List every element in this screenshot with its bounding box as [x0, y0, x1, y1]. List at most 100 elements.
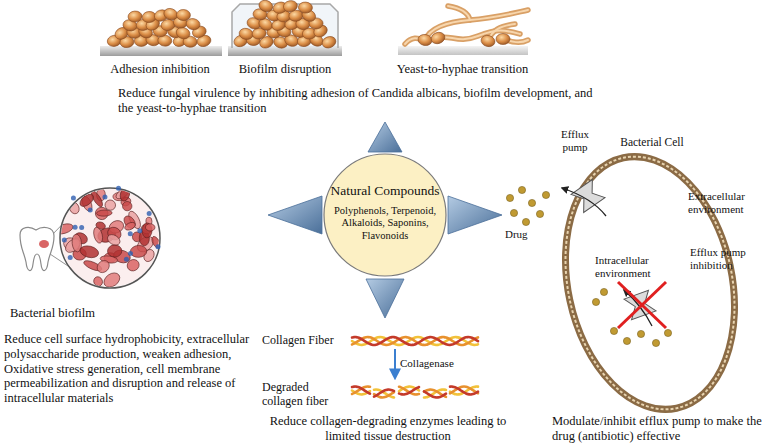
cell-label: Bacterial Cell — [607, 136, 697, 150]
drug-molecule — [518, 186, 525, 193]
yeast-cluster — [106, 0, 510, 50]
collagen-strand — [424, 391, 446, 397]
collagen-strand — [352, 337, 478, 345]
drug-molecule — [536, 210, 543, 217]
tooth — [20, 227, 54, 270]
compound-list: Polyphenols, Terpenoid, Alkaloids, Sapon… — [331, 205, 439, 242]
bacterium — [96, 210, 112, 217]
collagen-strand — [399, 387, 419, 395]
collagen-strand — [374, 390, 394, 397]
yeast-cell — [282, 0, 298, 13]
direction-arrow — [368, 122, 402, 152]
blue-particle — [155, 244, 160, 249]
drug-molecule — [542, 191, 549, 198]
drug-molecule — [522, 218, 529, 225]
blue-particle — [71, 195, 76, 200]
bacterium — [130, 245, 147, 258]
panel-label: Adhesion inhibition — [100, 62, 220, 77]
hypha — [448, 6, 470, 20]
drug-molecule — [506, 194, 513, 201]
bacterium — [92, 226, 104, 244]
direction-arrow — [366, 279, 404, 318]
enzyme-label: Collagenase — [400, 357, 480, 370]
surface — [100, 46, 222, 56]
circle-shape — [324, 154, 446, 276]
blue-particle — [102, 194, 107, 199]
drug-molecule — [664, 329, 671, 336]
direction-arrow — [268, 196, 322, 234]
bacterial-cell: Bacterial CellIntracellular environment — [545, 140, 755, 420]
cell-membrane-inner — [543, 141, 757, 426]
bacterium — [79, 244, 100, 259]
bacterium — [54, 222, 74, 236]
efflux-arrow — [562, 188, 606, 216]
hypha-core — [448, 6, 470, 20]
collagen-strand — [352, 337, 478, 345]
panel-label: Yeast-to-hyphae transition — [390, 62, 535, 77]
yeast-cell — [417, 33, 433, 46]
surface — [398, 46, 528, 55]
bacteria-cluster — [54, 186, 162, 290]
part-label: Efflux pump inhibition — [690, 246, 780, 272]
yeast-cell — [257, 0, 274, 14]
enzyme-arrow — [394, 349, 396, 378]
yeast-cell — [321, 35, 338, 50]
drug-molecule — [610, 327, 617, 334]
collagen-strand — [352, 387, 370, 394]
yeast-cell — [430, 30, 447, 45]
collagen-strand — [374, 390, 394, 398]
magnifier-circle — [60, 188, 160, 288]
collagen-strand — [399, 387, 419, 394]
blue-particle — [116, 186, 121, 191]
collagen-strand — [450, 387, 478, 395]
region-label: Intracellular environment — [595, 254, 667, 280]
part-label: Collagen Fiber — [262, 333, 352, 347]
node-outline — [545, 140, 755, 420]
blue-particle — [128, 251, 133, 256]
bacterium — [106, 232, 122, 247]
blue-particle — [62, 238, 67, 243]
drug-molecule — [510, 209, 517, 216]
yeast-cell — [480, 34, 496, 48]
drug-molecules — [506, 186, 671, 346]
blue-particle — [147, 211, 152, 216]
panel-label: Bacterial biofilm — [10, 306, 120, 321]
blue-particle — [137, 228, 142, 233]
drug-molecule — [592, 298, 599, 305]
part-label: Efflux pump — [555, 128, 595, 154]
node-title: Natural Compounds — [327, 183, 443, 199]
blue-particle — [124, 257, 129, 262]
blue-particle — [128, 231, 133, 236]
drug-molecule — [600, 288, 607, 295]
collagen-strand — [424, 390, 446, 398]
compound-circle: Natural CompoundsPolyphenols, Terpenoid,… — [323, 153, 447, 277]
bacterium — [145, 223, 155, 231]
bacterium — [124, 221, 137, 232]
bacterium — [95, 258, 112, 275]
plaque-spot — [39, 240, 49, 248]
collagen-strand — [352, 387, 370, 394]
panel-label: Biofilm disruption — [225, 62, 345, 77]
drug-molecule — [623, 337, 630, 344]
panel-caption: Reduce collagen-degrading enzymes leadin… — [268, 414, 508, 444]
panel-caption: Modulate/inhibit efflux pump to make the… — [552, 414, 777, 444]
pump-body — [571, 180, 605, 213]
drug-molecule — [637, 330, 644, 337]
collagen-strand — [352, 337, 478, 345]
bacterium — [122, 201, 132, 211]
bacteria-dots — [62, 186, 161, 262]
collagen-strand — [450, 387, 478, 395]
bacterium — [107, 244, 122, 257]
efflux-pump — [571, 180, 605, 213]
region-label: Extracellular environment — [688, 190, 778, 216]
direction-arrow — [448, 196, 502, 234]
part-label: Degraded collagen fiber — [262, 380, 352, 408]
inhibition-cross — [618, 282, 666, 328]
yeast-cell — [128, 11, 143, 23]
yeast-cell — [238, 27, 254, 41]
inhibition-cross — [618, 282, 666, 328]
panel-caption: Reduce fungal virulence by inhibiting ad… — [118, 86, 608, 116]
blue-particle — [79, 225, 84, 230]
